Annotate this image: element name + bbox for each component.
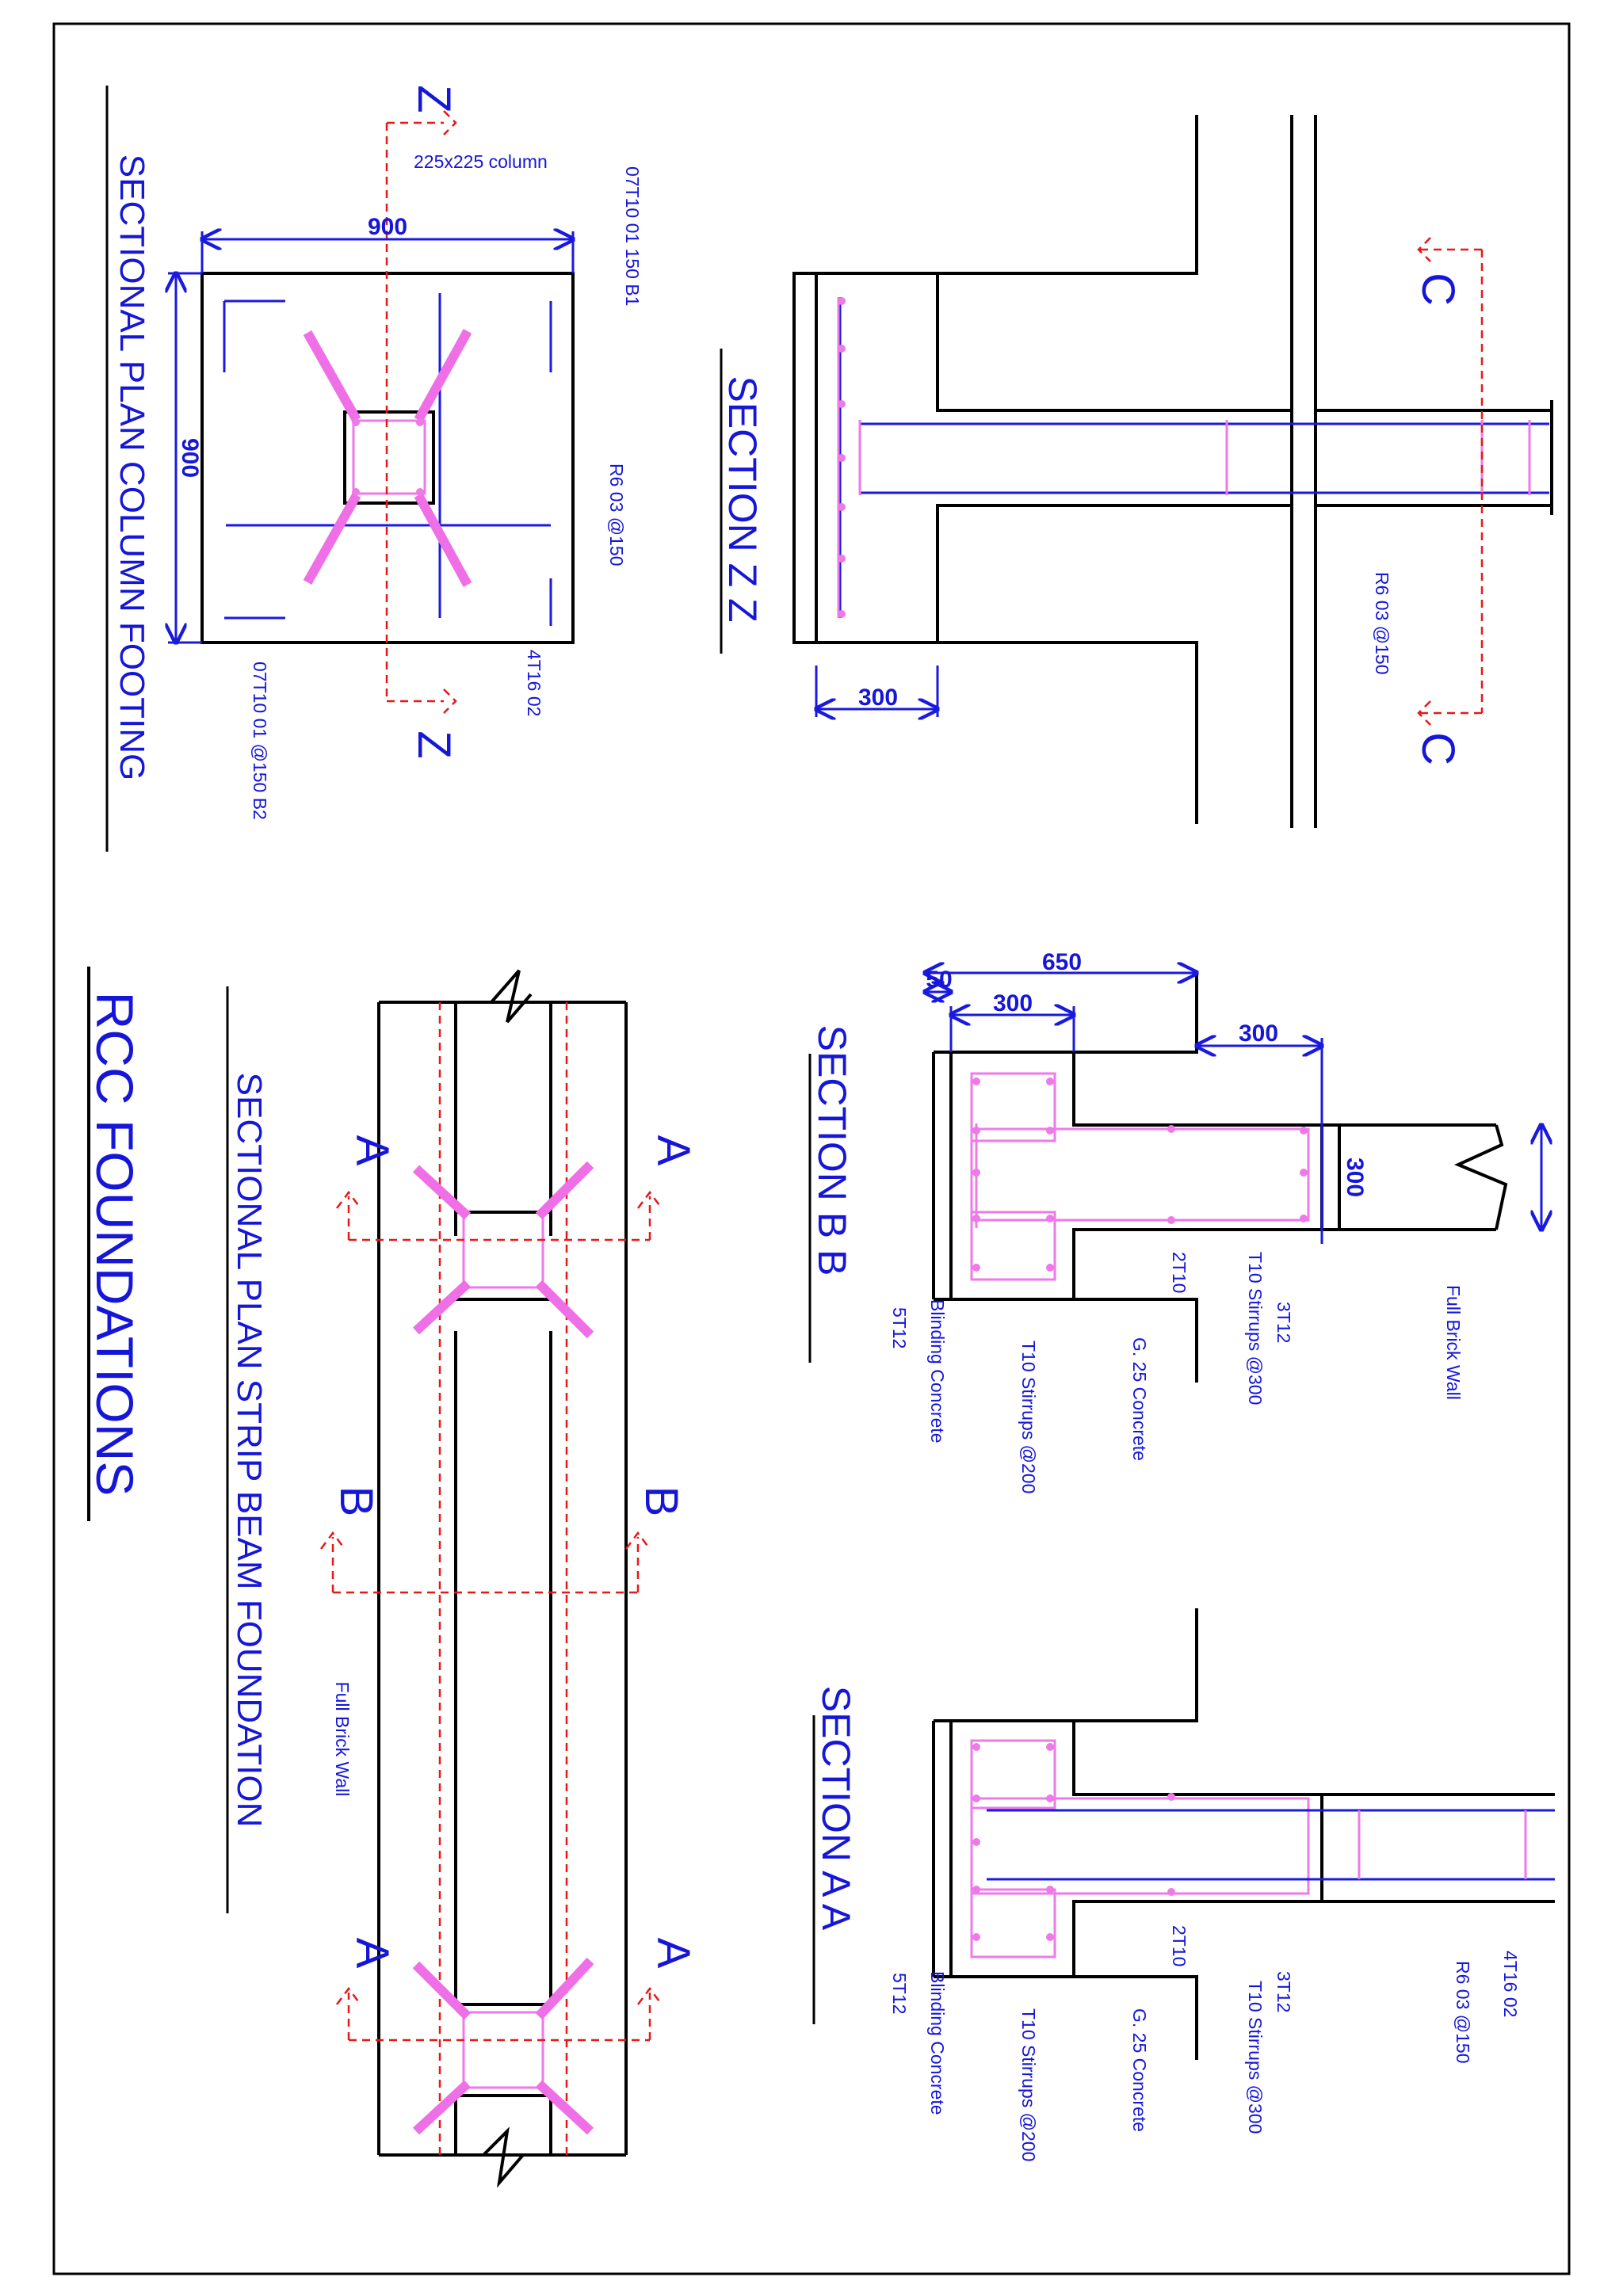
note-bb-stirrups-200: T10 Stirrups @200	[1018, 1341, 1039, 1493]
section-bb-title: SECTION B B	[810, 1025, 854, 1276]
cut-mark-c-top: C	[1412, 273, 1464, 306]
cut-mark-a-right-2: A	[647, 1938, 699, 1969]
note-aa-stirrups-200: T10 Stirrups @200	[1018, 2008, 1039, 2161]
note-bb-concrete: G. 25 Concrete	[1129, 1337, 1150, 1461]
note-aa-blinding: Blinding Concrete	[927, 1971, 948, 2115]
column-225	[343, 410, 435, 505]
note-aa-5t12: 5T12	[889, 1973, 910, 2014]
note-aa-2t10: 2T10	[1169, 1925, 1190, 1966]
note-bar-b2: 07T10 01 @150 B2	[250, 662, 270, 820]
strip-beam-title: SECTIONAL PLAN STRIP BEAM FOUNDATION	[230, 1073, 269, 1828]
section-aa: SECTION A A 4T16 02 R6 03 @150 3T12 T10 …	[812, 1608, 1555, 2161]
note-zz-link: R6 03 @150	[1372, 572, 1392, 675]
main-title: RCC FOUNDATIONS	[86, 992, 144, 1497]
dim-bb-300-a: 300	[993, 990, 1033, 1016]
note-bb-blinding: Blinding Concrete	[927, 1299, 948, 1444]
note-column-size: 225x225 column	[414, 151, 548, 172]
note-aa-4t16: 4T16 02	[1500, 1951, 1521, 2017]
note-bb-5t12: 5T12	[889, 1307, 910, 1348]
note-link: R6 03 @150	[606, 463, 627, 566]
cut-mark-z-top: Z	[408, 85, 460, 113]
dim-bb-300-c: 300	[1342, 1158, 1368, 1197]
note-bb-stirrups-300: T10 Stirrups @300	[1245, 1252, 1266, 1405]
note-aa-link: R6 03 @150	[1453, 1961, 1473, 2064]
strip-beam-plan: SECTIONAL PLAN STRIP BEAM FOUNDATION	[226, 969, 699, 2188]
column-footing-title: SECTIONAL PLAN COLUMN FOOTING	[113, 154, 151, 780]
cut-mark-b-left: B	[330, 1486, 382, 1517]
cut-mark-a-right-1: A	[647, 1135, 699, 1166]
cut-mark-c-bottom: C	[1412, 732, 1464, 765]
note-aa-stirrups-300: T10 Stirrups @300	[1245, 1981, 1266, 2134]
section-bb: SECTION B B 650 50 300	[808, 949, 1541, 1493]
section-zz-title: SECTION Z Z	[720, 376, 765, 622]
dim-footing-width: 900	[368, 214, 407, 240]
cut-mark-b-right: B	[636, 1486, 687, 1517]
note-bar-b1: 07T10 01 150 B1	[622, 166, 643, 306]
cut-mark-a-left-2: A	[346, 1938, 398, 1969]
cut-mark-a-left-1: A	[346, 1135, 398, 1166]
section-zz: SECTION Z Z 300 C	[720, 115, 1553, 828]
note-bb-2t10: 2T10	[1169, 1252, 1190, 1293]
dim-footing-height: 900	[177, 438, 203, 478]
note-aa-concrete: G. 25 Concrete	[1129, 2008, 1150, 2132]
note-aa-3t12: 3T12	[1274, 1971, 1294, 2012]
dim-bb-300-b: 300	[1239, 1020, 1278, 1047]
dim-bb-50: 50	[926, 967, 952, 993]
note-main-bars: 4T16 02	[524, 650, 544, 716]
dim-zz-300: 300	[858, 685, 898, 711]
cut-mark-z-bottom: Z	[408, 730, 460, 758]
note-bb-3t12: 3T12	[1274, 1302, 1294, 1343]
note-strip-wall: Full Brick Wall	[332, 1682, 353, 1797]
column-footing-plan: SECTIONAL PLAN COLUMN FOOTING Z Z	[105, 85, 643, 852]
main-title-group: RCC FOUNDATIONS	[86, 967, 144, 1521]
sheet-border	[52, 22, 1571, 2275]
section-aa-title: SECTION A A	[814, 1686, 858, 1931]
dim-bb-650: 650	[1042, 949, 1082, 975]
note-bb-wall: Full Brick Wall	[1443, 1285, 1464, 1400]
